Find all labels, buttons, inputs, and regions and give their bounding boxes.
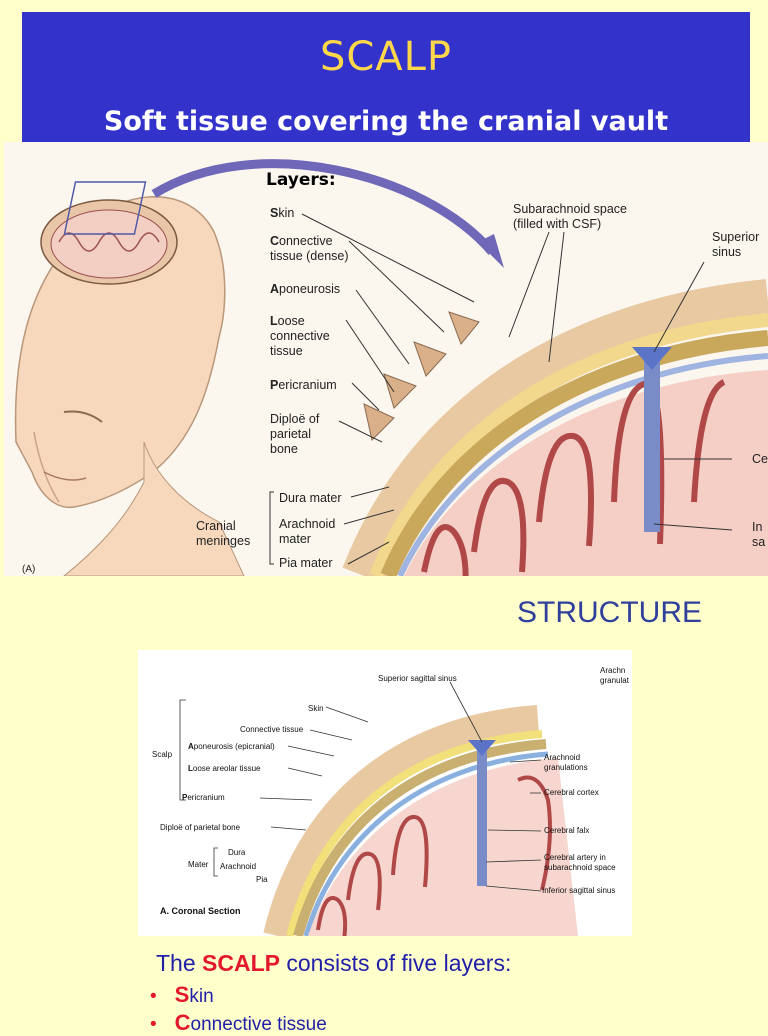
label-ce-cropped: Ce [752,452,768,466]
slide-title: SCALP [319,34,453,80]
label-inferior-sagittal-sinus: Inferior sagittal sinus [542,886,616,895]
layer-tabs [363,311,480,441]
label-connective-tissue: Connective tissue [240,725,304,734]
label-dura-mater: Dura mater [279,491,342,505]
label-diploe: Diploë of parietal bone [160,823,241,832]
cortex-mass [308,758,578,936]
label-cerebral-falx: Cerebral falx [544,826,590,835]
eye-line [63,410,103,423]
neck-shape [63,441,245,576]
label-loose-areolar: Loose areolar tissue [188,764,261,773]
structure-heading: STRUCTURE [517,596,702,629]
label-dura: Dura [228,848,246,857]
superior-sinus [632,347,672,370]
scalp-skin-band [342,279,768,576]
arrow-head [478,234,504,268]
gyri-cutaway [58,232,160,252]
diploe-bone-band [380,330,768,576]
cortex-mass [404,370,768,576]
label-aponeurosis: Aponeurosis [270,282,341,296]
label-pericranium: Pericranium [182,793,225,802]
label-subarachnoid-space: Subarachnoid space(filled with CSF) [513,202,627,231]
leader-lines [179,681,542,892]
figure-caption: A. Coronal Section [160,906,241,916]
label-pia: Pia [256,875,268,884]
bullet-connective-tissue: •Connective tissue [150,1010,327,1035]
bone-band [293,739,547,936]
label-scalp: Scalp [152,750,173,759]
dura-band [397,353,768,576]
scalp-layers-drawing [14,159,768,576]
summary-sentence: The SCALP consists of five layers: [156,950,512,976]
sinus [468,740,496,756]
label-pia-mater: Pia mater [279,556,333,570]
layers-heading: Layers: [266,170,336,190]
label-aponeurosis: Aponeurosis (epicranial) [188,742,275,751]
leader-lines [269,213,733,565]
scalp-band [263,705,540,936]
mouth-line [43,471,87,481]
aponeurosis-band [369,313,768,576]
gyri-folds [316,775,552,936]
scalp-emphasis: SCALP [202,950,280,976]
label-cerebral-cortex: Cerebral cortex [544,788,599,797]
slide-subtitle: Soft tissue covering the cranial vault [103,106,669,137]
section-box [63,181,147,235]
label-skin: Skin [308,704,324,713]
title-banner: SCALP Soft tissue covering the cranial v… [22,12,750,144]
coronal-section-drawing [179,681,578,936]
brain-cutaway [50,209,168,279]
label-arachnoid: Arachnoid [220,862,257,871]
label-mater: Mater [188,860,209,869]
zoom-arrow [151,159,496,255]
label-superior-sagittal-sinus: Superior sagittal sinus [378,674,457,683]
panel-label-a: (A) [22,564,36,575]
dura-band [303,751,549,936]
bullet-skin: •Skin [150,982,214,1007]
label-pericranium: Pericranium [270,378,337,392]
gyri-folds [421,379,726,576]
label-skin: Skin [270,206,295,220]
